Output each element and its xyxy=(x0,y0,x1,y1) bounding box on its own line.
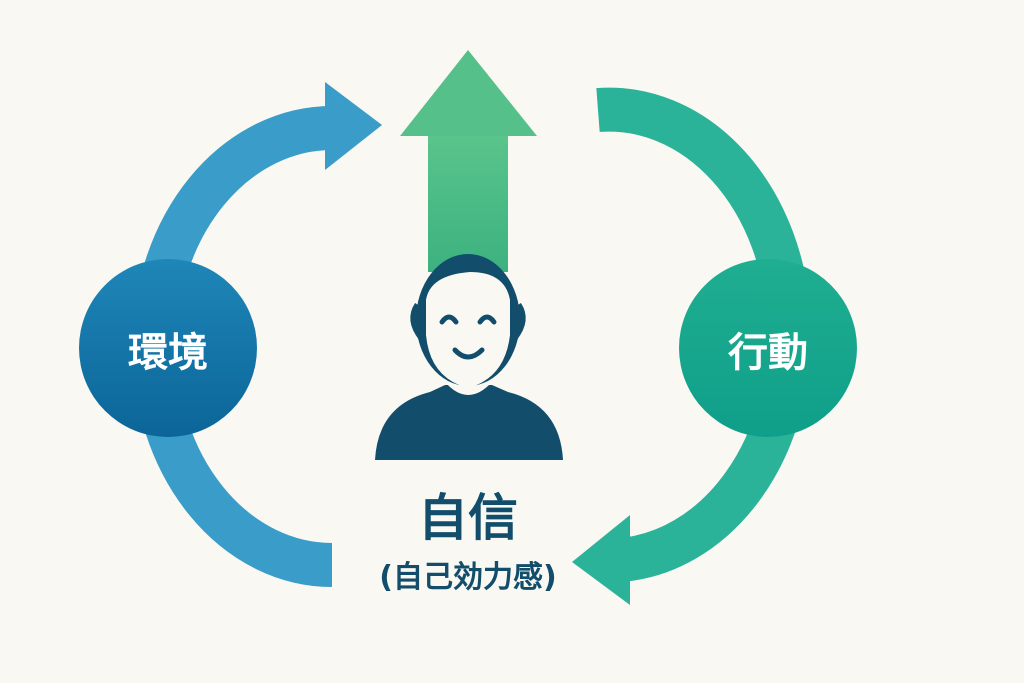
confidence-label: 自信 xyxy=(418,489,518,547)
self-efficacy-label: (自己効力感) xyxy=(379,560,557,595)
environment-circle xyxy=(79,259,257,437)
growth-up-arrow xyxy=(400,50,537,272)
action-circle xyxy=(679,259,857,437)
environment-label: 環境 xyxy=(128,330,208,376)
smiling-person-icon xyxy=(375,254,563,460)
action-label: 行動 xyxy=(728,330,808,376)
